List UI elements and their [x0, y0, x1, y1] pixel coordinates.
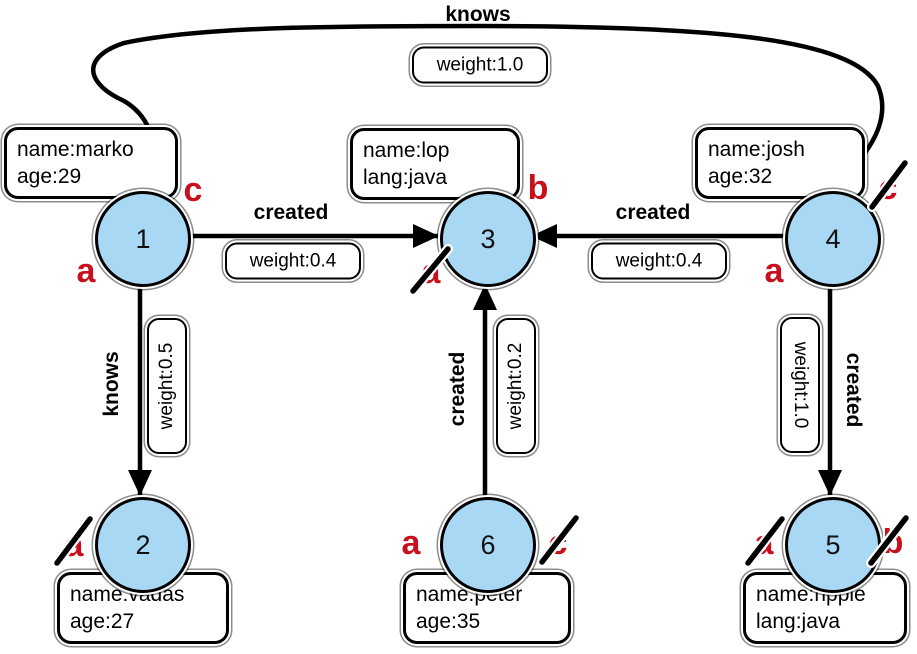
- graph-node-3[interactable]: 3: [440, 191, 536, 287]
- edge-label-created-1-3: created: [253, 201, 329, 224]
- step-label-a-node-5-crossed: a: [754, 524, 774, 562]
- prop-line: name:marko: [17, 138, 134, 161]
- prop-line: name:josh: [708, 138, 805, 161]
- edge-weight-created-1-3: weight:0.4: [225, 242, 361, 280]
- graph-node-4[interactable]: 4: [785, 191, 881, 287]
- node-id: 3: [480, 223, 496, 254]
- edge-weight-created-4-5: weight:1.0: [780, 317, 820, 453]
- step-label-c-node-4-crossed: c: [878, 169, 898, 207]
- prop-line: lang:java: [363, 166, 448, 189]
- step-label-b-node-5-crossed: b: [882, 523, 904, 561]
- graph-node-5[interactable]: 5: [785, 497, 881, 593]
- edge-label-created-4-3: created: [615, 201, 691, 224]
- step-label-c-node-1: c: [183, 171, 203, 209]
- edge-label-created-4-5: created: [842, 352, 865, 428]
- step-label-a-node-2-crossed: a: [64, 526, 84, 564]
- step-label-a-node-1: a: [76, 252, 96, 290]
- props-node-4: name:josh age:32: [695, 127, 865, 199]
- prop-line: name:lop: [363, 139, 450, 162]
- prop-line: age:29: [17, 165, 82, 188]
- edge-weight-created-4-3: weight:0.4: [591, 242, 727, 280]
- prop-line: age:35: [416, 610, 481, 633]
- step-label-c-node-6-crossed: c: [548, 524, 568, 562]
- edge-label-created-6-3: created: [446, 351, 469, 427]
- node-id: 2: [135, 529, 151, 560]
- prop-line: lang:java: [756, 610, 841, 633]
- node-id: 5: [825, 529, 841, 560]
- props-node-3: name:lop lang:java: [350, 128, 520, 200]
- edge-weight-created-6-3: weight:0.2: [496, 318, 536, 454]
- step-label-a-node-6: a: [401, 524, 421, 562]
- edge-label-knows-1-4: knows: [445, 3, 511, 26]
- graph-node-1[interactable]: 1: [95, 191, 191, 287]
- prop-line: age:32: [708, 165, 773, 188]
- step-label-b-node-3: b: [527, 169, 549, 207]
- edge-label-knows-1-2: knows: [100, 351, 123, 417]
- props-node-1: name:marko age:29: [4, 127, 178, 199]
- node-id: 6: [480, 529, 496, 560]
- graph-node-6[interactable]: 6: [440, 497, 536, 593]
- prop-line: age:27: [70, 610, 135, 633]
- node-id: 1: [135, 223, 151, 254]
- step-label-a-node-4: a: [764, 252, 784, 290]
- edge-weight-knows-1-4: weight:1.0: [412, 46, 548, 84]
- step-label-a-node-3-crossed: a: [421, 253, 441, 291]
- graph-node-2[interactable]: 2: [95, 497, 191, 593]
- edge-weight-knows-1-2: weight:0.5: [147, 318, 187, 454]
- node-id: 4: [825, 223, 841, 254]
